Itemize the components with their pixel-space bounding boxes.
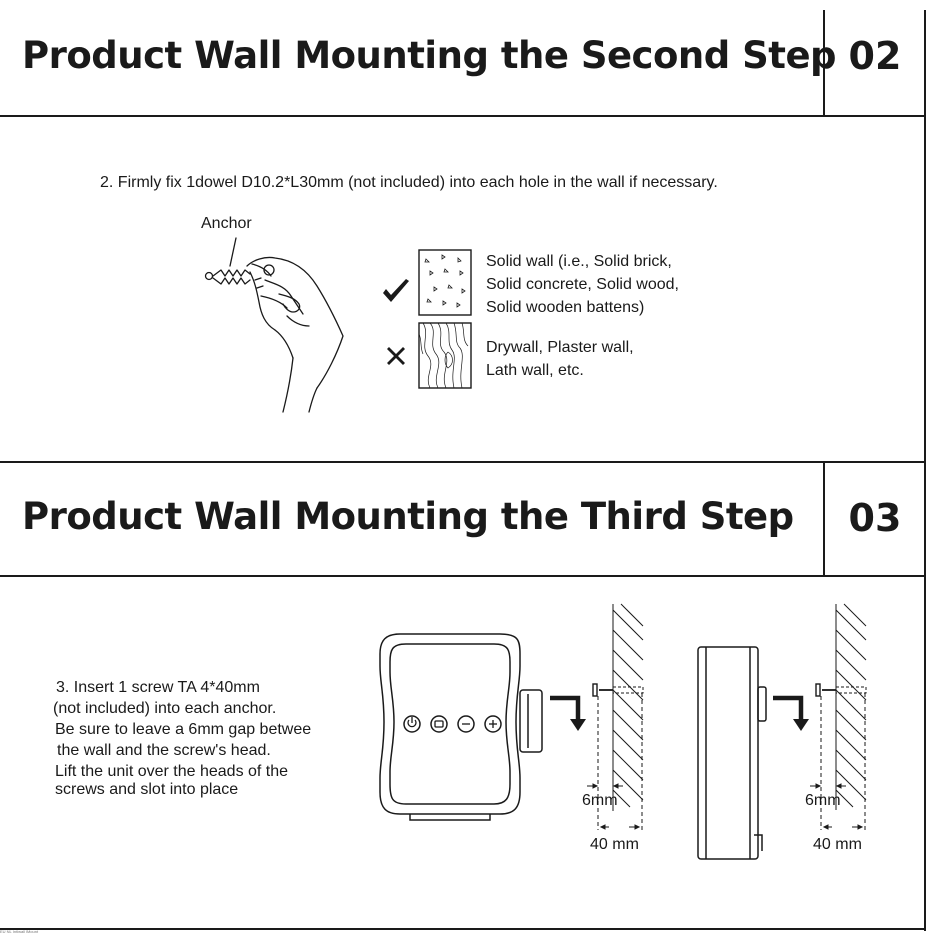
step3-line-4: the wall and the screw's head. [57, 742, 271, 759]
step2-title: Product Wall Mounting the Second Step [22, 34, 837, 77]
footer-note: EU NL Intlwall lMount [0, 929, 39, 934]
gap-label: 6mm [582, 792, 618, 809]
unit-front-view [379, 633, 543, 821]
step3-line-6: screws and slot into place [55, 781, 239, 798]
step3-line-5: Lift the unit over the heads of the [55, 763, 289, 780]
gap-label: 6mm [805, 792, 841, 809]
step3-top-rule [0, 461, 926, 463]
solid-wall-line-1: Solid wall (i.e., Solid brick, [486, 253, 672, 270]
drywall-line-2: Lath wall, etc. [486, 362, 584, 379]
step2-header-divider [823, 10, 825, 116]
cross-icon [387, 347, 405, 365]
depth-label: 40 mm [590, 836, 639, 853]
step2-header-rule [0, 115, 926, 117]
step3-line-3: Be sure to leave a 6mm gap betwee [55, 721, 312, 738]
insert-arrow-icon [773, 695, 809, 731]
check-icon [383, 279, 409, 302]
hand-anchor-illustration [204, 237, 344, 413]
step3-header-divider [823, 461, 825, 576]
step3-line-2: (not included) into each anchor. [53, 700, 277, 717]
wall-screw-diagram [587, 603, 644, 832]
drywall-line-1: Drywall, Plaster wall, [486, 339, 634, 356]
frame-border-right [924, 10, 926, 931]
step3-title: Product Wall Mounting the Third Step [22, 495, 794, 538]
step3-number: 03 [848, 496, 902, 540]
step2-number: 02 [848, 34, 902, 78]
solid-wall-line-2: Solid concrete, Solid wood, [486, 276, 679, 293]
page-bottom-rule [0, 928, 926, 930]
solid-wall-line-3: Solid wooden battens) [486, 299, 645, 316]
depth-label: 40 mm [813, 836, 862, 853]
wall-screw-diagram [810, 603, 867, 832]
step2-instruction: 2. Firmly fix 1dowel D10.2*L30mm (not in… [100, 174, 718, 191]
anchor-label: Anchor [201, 215, 252, 232]
step3-line-1: 3. Insert 1 screw TA 4*40mm [56, 679, 260, 696]
insert-arrow-icon [550, 695, 586, 731]
drywall-swatch [418, 322, 472, 389]
step3-header-rule [0, 575, 926, 577]
solid-wall-swatch [418, 249, 472, 316]
unit-side-view [697, 646, 767, 860]
